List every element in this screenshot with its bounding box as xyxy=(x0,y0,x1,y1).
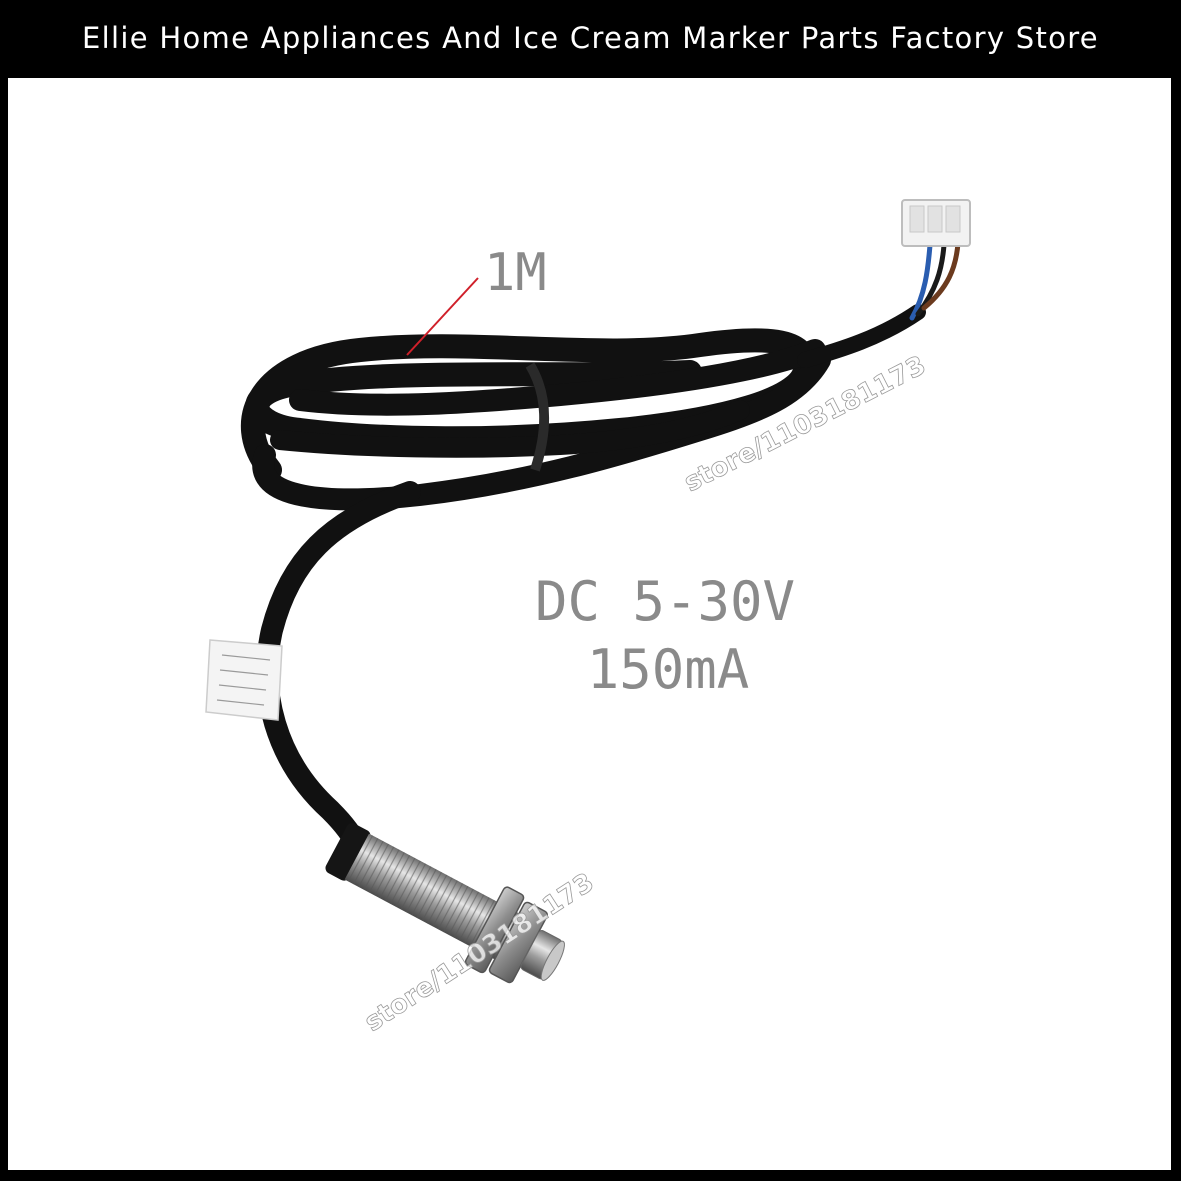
cable-length-label: 1M xyxy=(484,243,547,303)
cable-tie xyxy=(525,362,550,472)
product-image-frame xyxy=(8,78,1171,1170)
wire-leads xyxy=(909,240,961,321)
coiled-cable xyxy=(241,304,926,861)
proximity-sensor xyxy=(325,823,565,984)
store-banner: Ellie Home Appliances And Ice Cream Mark… xyxy=(0,0,1181,76)
store-name: Ellie Home Appliances And Ice Cream Mark… xyxy=(82,21,1099,55)
spec-label-sleeve xyxy=(205,639,283,721)
length-pointer-line xyxy=(406,277,479,356)
voltage-label: DC 5-30V xyxy=(535,570,795,633)
current-label: 150mA xyxy=(587,638,750,701)
jst-connector xyxy=(901,199,971,247)
